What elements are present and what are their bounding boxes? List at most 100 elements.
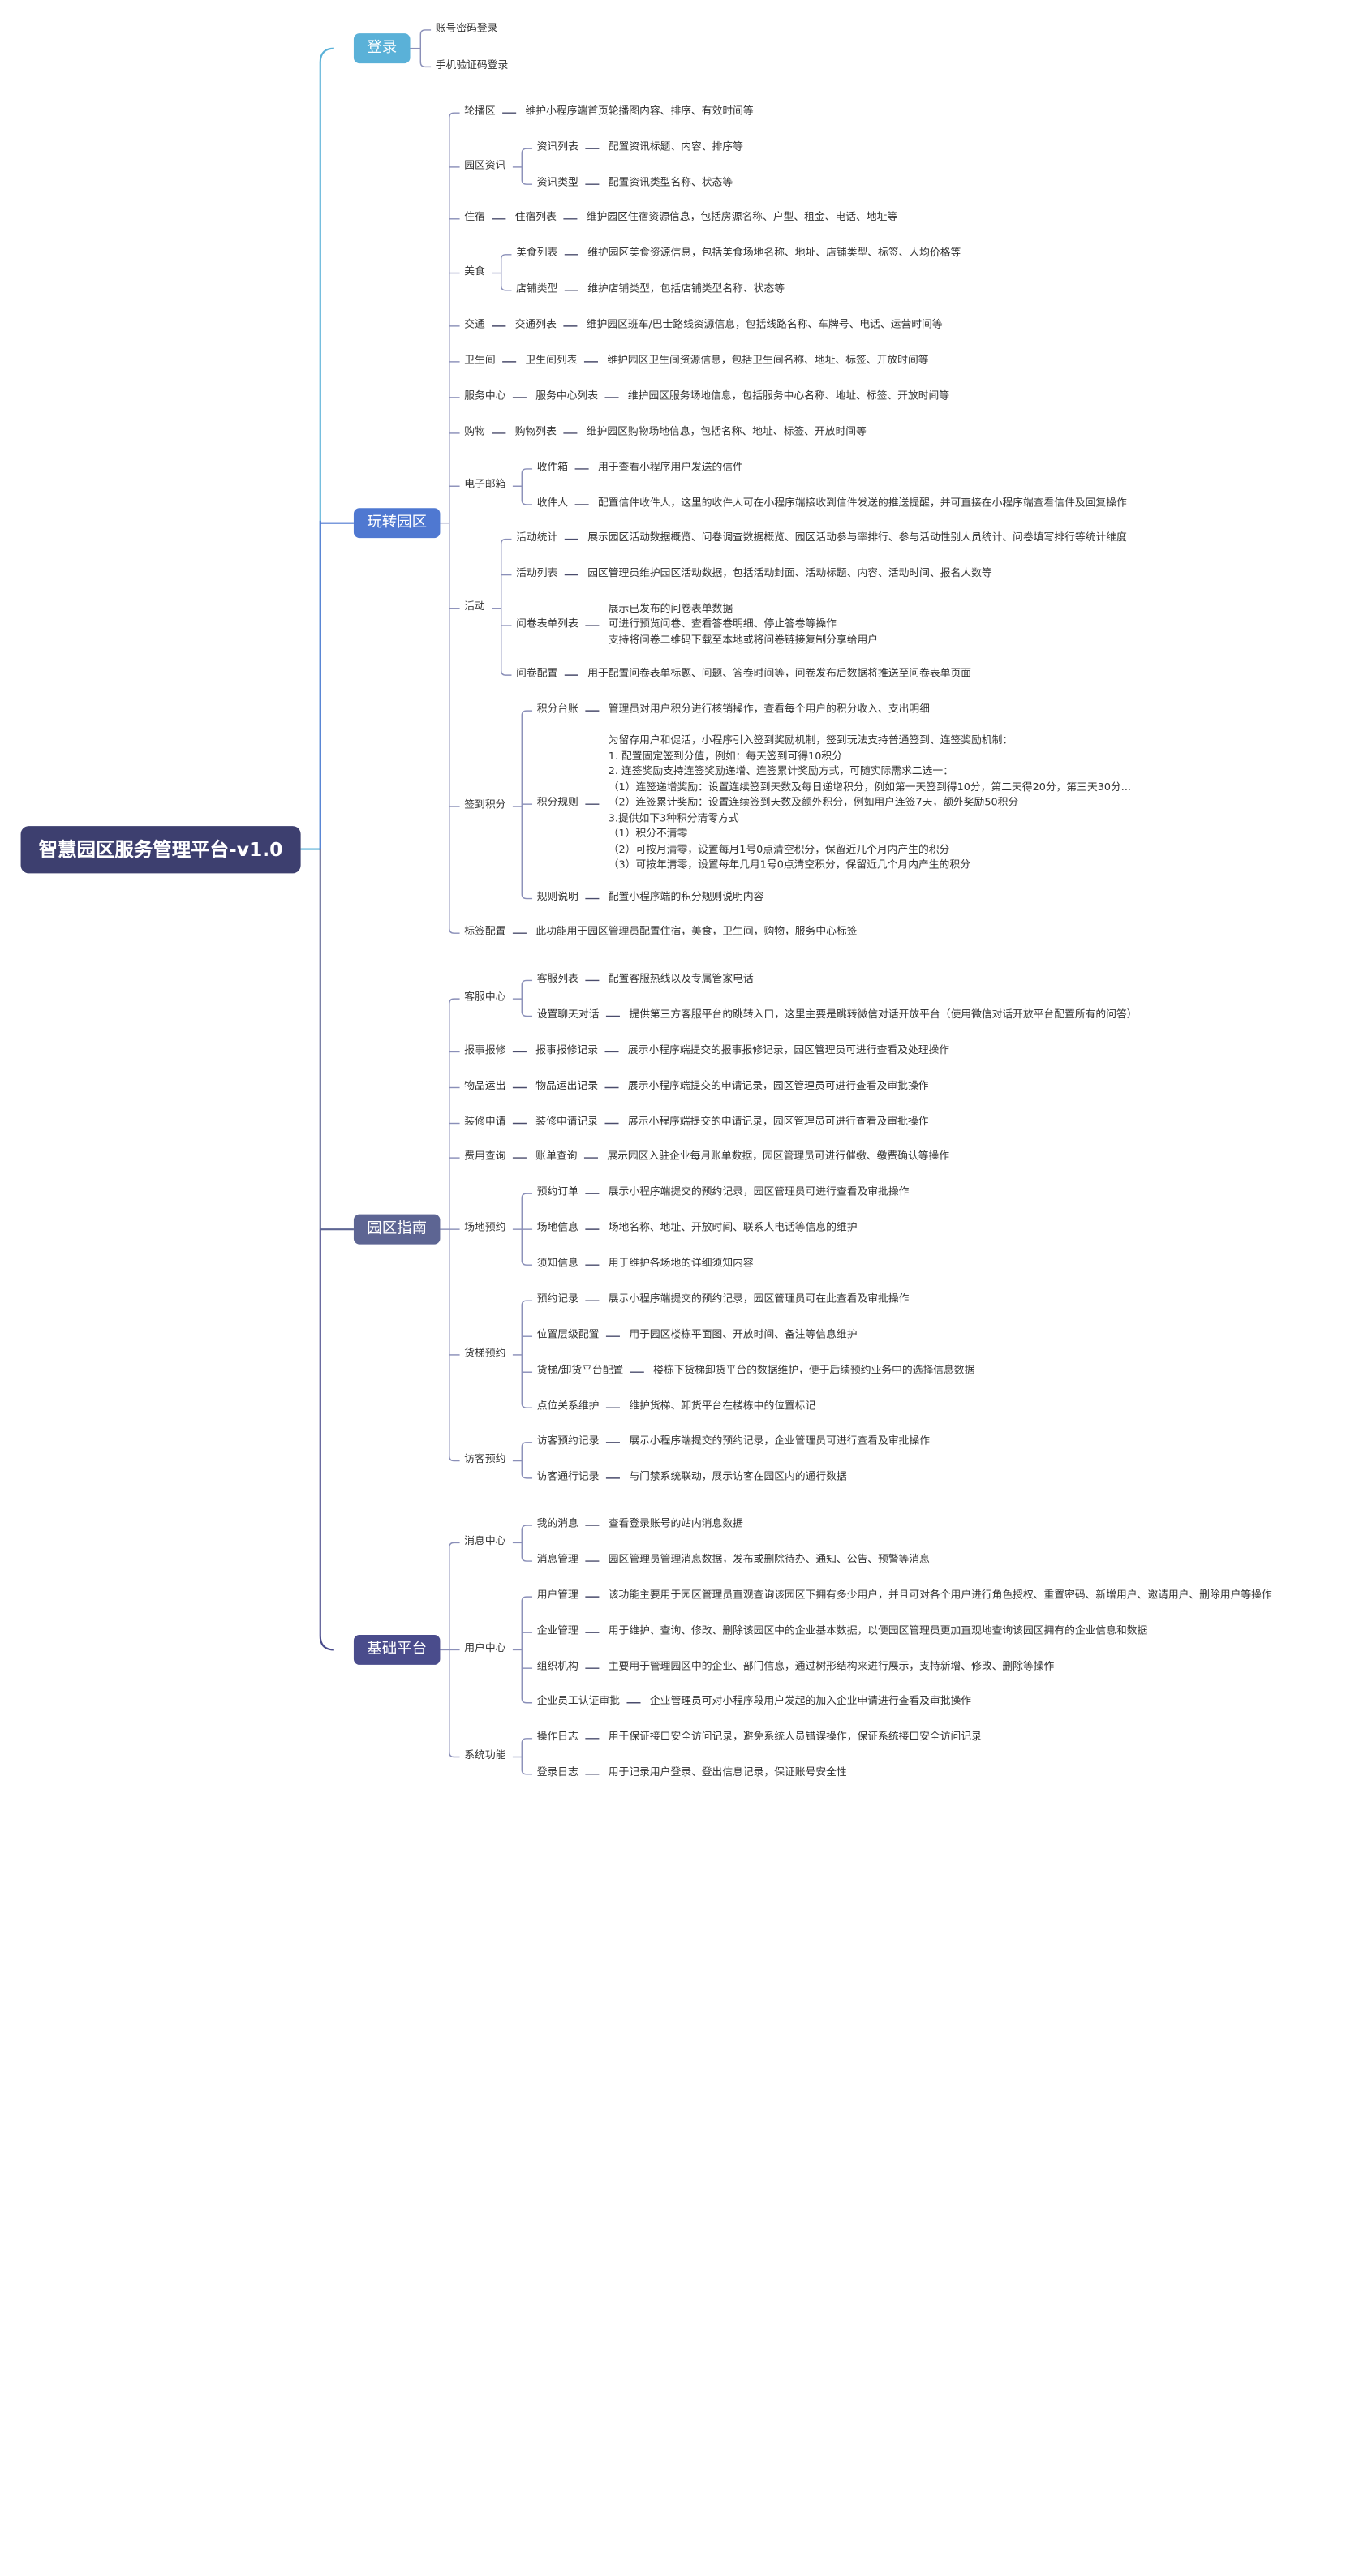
- feature-node[interactable]: 操作日志: [536, 1731, 578, 1744]
- category-node[interactable]: 用户中心: [464, 1643, 506, 1655]
- feature-node[interactable]: 交通列表: [514, 319, 557, 331]
- feature-node[interactable]: 须知信息: [536, 1258, 578, 1271]
- category-node[interactable]: 费用查询: [464, 1150, 506, 1163]
- category-node[interactable]: 场地预约: [464, 1222, 506, 1235]
- feature-node[interactable]: 物品运出记录: [535, 1081, 599, 1093]
- feature-node[interactable]: 服务中心列表: [535, 390, 599, 402]
- feature-node[interactable]: 预约订单: [536, 1186, 578, 1199]
- feature-description: 园区管理员管理消息数据，发布或删除待办、通知、公告、预警等消息: [608, 1554, 930, 1567]
- feature-node[interactable]: 组织机构: [536, 1661, 578, 1674]
- feature-description-line: （2）可按月清零，设置每月1号0点清空积分，保留近几个月内产生的积分: [608, 844, 950, 856]
- feature-description: 该功能主要用于园区管理员直观查询该园区下拥有多少用户，并且可对各个用户进行角色授…: [608, 1589, 1272, 1602]
- category-node[interactable]: 消息中心: [464, 1536, 506, 1548]
- feature-description: 维护园区住宿资源信息，包括房源名称、户型、租金、电话、地址等: [586, 212, 898, 224]
- feature-node[interactable]: 货梯/卸货平台配置: [536, 1365, 624, 1378]
- feature-description: 展示小程序端提交的预约记录，园区管理员可在此查看及审批操作: [608, 1294, 910, 1306]
- feature-node[interactable]: 企业员工认证审批: [536, 1696, 620, 1708]
- category-node[interactable]: 园区资讯: [464, 160, 506, 172]
- category-node[interactable]: 服务中心: [464, 390, 506, 402]
- feature-node[interactable]: 访客通行记录: [536, 1471, 600, 1483]
- category-node[interactable]: 电子邮箱: [464, 480, 506, 492]
- feature-description-line: 展示已发布的问卷表单数据: [608, 603, 733, 615]
- feature-node[interactable]: 卫生间列表: [525, 355, 578, 367]
- feature-node[interactable]: 报事报修记录: [535, 1045, 599, 1057]
- feature-node[interactable]: 美食列表: [516, 247, 558, 260]
- feature-node[interactable]: 购物列表: [514, 426, 557, 438]
- login-method[interactable]: 手机验证码登录: [435, 60, 509, 72]
- feature-node[interactable]: 住宿列表: [514, 212, 557, 224]
- feature-description-line: （1）连签递增奖励：设置连续签到天数及每日递增积分，例如第一天签到得10分，第二…: [608, 781, 1131, 794]
- feature-node[interactable]: 登录日志: [536, 1767, 578, 1779]
- branch-node[interactable]: 玩转园区: [353, 508, 441, 539]
- feature-description: 展示小程序端提交的预约记录，园区管理员可进行查看及审批操作: [608, 1186, 910, 1199]
- feature-node[interactable]: 资讯列表: [536, 142, 578, 154]
- feature-node[interactable]: 位置层级配置: [536, 1330, 600, 1342]
- category-description: 维护小程序端首页轮播图内容、排序、有效时间等: [525, 105, 754, 118]
- feature-node[interactable]: 用户管理: [536, 1589, 578, 1602]
- feature-node[interactable]: 客服列表: [536, 974, 578, 986]
- category-node[interactable]: 系统功能: [464, 1750, 506, 1762]
- category-node[interactable]: 卫生间: [464, 355, 496, 367]
- feature-node[interactable]: 点位关系维护: [536, 1401, 600, 1413]
- feature-node[interactable]: 我的消息: [536, 1518, 578, 1531]
- branch-node[interactable]: 登录: [353, 33, 411, 64]
- feature-description: 维护货梯、卸货平台在楼栋中的位置标记: [629, 1401, 816, 1413]
- feature-node[interactable]: 企业管理: [536, 1625, 578, 1638]
- feature-node[interactable]: 消息管理: [536, 1554, 578, 1567]
- feature-description-line: （2）连签累计奖励：设置连续签到天数及额外积分，例如用户连签7天，额外奖励50积…: [608, 797, 1019, 810]
- feature-node[interactable]: 活动统计: [516, 532, 558, 544]
- category-node[interactable]: 签到积分: [464, 799, 506, 812]
- feature-node[interactable]: 积分台账: [536, 703, 578, 716]
- feature-description: 维护园区班车/巴士路线资源信息，包括线路名称、车牌号、电话、运营时间等: [586, 319, 943, 331]
- category-node[interactable]: 客服中心: [464, 991, 506, 1004]
- category-node[interactable]: 住宿: [464, 212, 485, 224]
- feature-description: 场地名称、地址、开放时间、联系人电话等信息的维护: [608, 1222, 858, 1235]
- feature-description: 用于记录用户登录、登出信息记录，保证账号安全性: [608, 1767, 847, 1779]
- feature-node[interactable]: 设置聊天对话: [536, 1009, 600, 1021]
- category-node[interactable]: 物品运出: [464, 1081, 506, 1093]
- category-node[interactable]: 访客预约: [464, 1454, 506, 1466]
- feature-description: 企业管理员可对小程序段用户发起的加入企业申请进行查看及审批操作: [649, 1696, 972, 1708]
- feature-description-line: 3.提供如下3种积分清零方式: [608, 813, 739, 825]
- category-description: 此功能用于园区管理员配置住宿，美食，卫生间，购物，服务中心标签: [535, 927, 858, 939]
- category-node[interactable]: 装修申请: [464, 1116, 506, 1129]
- category-node[interactable]: 标签配置: [464, 927, 506, 939]
- feature-node[interactable]: 活动列表: [516, 568, 558, 580]
- feature-node[interactable]: 账单查询: [535, 1150, 578, 1163]
- login-method[interactable]: 账号密码登录: [435, 23, 498, 35]
- feature-description: 维护园区服务场地信息，包括服务中心名称、地址、标签、开放时间等: [627, 390, 950, 402]
- feature-description: 用于保证接口安全访问记录，避免系统人员错误操作，保证系统接口安全访问记录: [608, 1731, 982, 1744]
- feature-node[interactable]: 访客预约记录: [536, 1435, 600, 1447]
- feature-node[interactable]: 预约记录: [536, 1294, 578, 1306]
- category-node[interactable]: 轮播区: [464, 105, 496, 118]
- category-node[interactable]: 活动: [464, 601, 485, 613]
- category-node[interactable]: 购物: [464, 426, 485, 438]
- feature-node[interactable]: 场地信息: [536, 1222, 578, 1235]
- feature-description: 楼栋下货梯卸货平台的数据维护，便于后续预约业务中的选择信息数据: [653, 1365, 975, 1378]
- feature-node[interactable]: 收件人: [536, 497, 569, 510]
- feature-node[interactable]: 问卷表单列表: [516, 618, 578, 631]
- feature-description-line: （3）可按年清零，设置每年几月1号0点清空积分，保留近几个月内产生的积分: [608, 859, 970, 871]
- feature-node[interactable]: 积分规则: [536, 797, 578, 810]
- feature-node[interactable]: 资讯类型: [536, 178, 578, 190]
- category-node[interactable]: 货梯预约: [464, 1348, 506, 1360]
- category-node[interactable]: 美食: [464, 266, 485, 278]
- feature-node[interactable]: 装修申请记录: [535, 1116, 599, 1129]
- feature-description: 展示小程序端提交的报事报修记录，园区管理员可进行查看及处理操作: [627, 1045, 950, 1057]
- feature-node[interactable]: 问卷配置: [516, 668, 558, 681]
- feature-description-line: 支持将问卷二维码下载至本地或将问卷链接复制分享给用户: [608, 634, 879, 647]
- feature-description: 提供第三方客服平台的跳转入口，这里主要是跳转微信对话开放平台（使用微信对话开放平…: [629, 1009, 1138, 1021]
- root-node[interactable]: 智慧园区服务管理平台-v1.0: [20, 826, 301, 874]
- feature-description: 配置客服热线以及专属管家电话: [608, 974, 754, 986]
- category-node[interactable]: 交通: [464, 319, 485, 331]
- feature-node[interactable]: 规则说明: [536, 892, 578, 904]
- feature-description: 展示园区活动数据概览、问卷调查数据概览、园区活动参与率排行、参与活动性别人员统计…: [587, 532, 1127, 544]
- category-node[interactable]: 报事报修: [464, 1045, 506, 1057]
- feature-description: 管理员对用户积分进行核销操作，查看每个用户的积分收入、支出明细: [608, 703, 930, 716]
- feature-node[interactable]: 收件箱: [536, 462, 569, 474]
- feature-description: 展示园区入驻企业每月账单数据，园区管理员可进行催缴、缴费确认等操作: [607, 1150, 950, 1163]
- branch-node[interactable]: 基础平台: [353, 1634, 441, 1665]
- branch-node[interactable]: 园区指南: [353, 1214, 441, 1245]
- feature-node[interactable]: 店铺类型: [516, 283, 558, 295]
